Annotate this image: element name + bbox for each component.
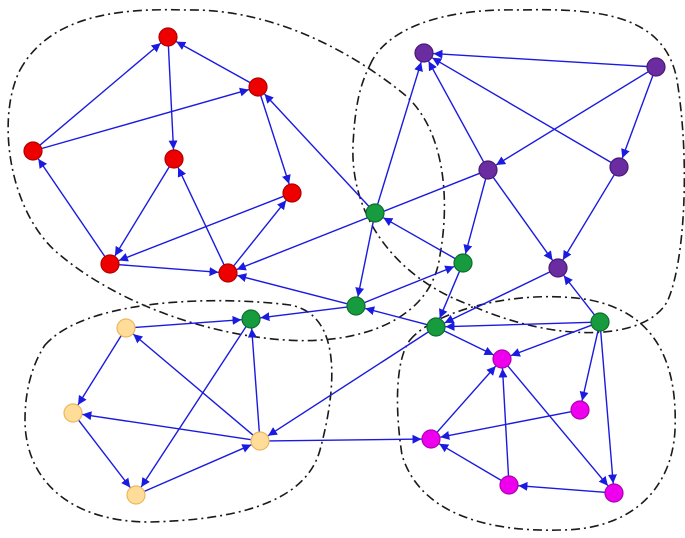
edge-r7-to-r5 bbox=[233, 199, 287, 267]
edge-y1-to-y2 bbox=[77, 335, 122, 406]
node-green-g6 bbox=[590, 312, 610, 332]
cluster-yellow-outline bbox=[24, 299, 333, 523]
edge-g6-to-m2 bbox=[579, 330, 599, 401]
edge-g4-to-g1 bbox=[382, 217, 456, 260]
node-purple-p4 bbox=[609, 157, 629, 177]
node-red-r3 bbox=[248, 77, 268, 97]
edge-y4-to-y1 bbox=[132, 333, 254, 436]
edge-g1-to-p1 bbox=[376, 61, 423, 205]
node-green-g3 bbox=[346, 296, 366, 316]
edge-g6-to-m1 bbox=[510, 324, 592, 357]
node-green-g2 bbox=[241, 309, 261, 329]
edge-g5-to-g3 bbox=[365, 306, 428, 326]
nodes bbox=[23, 27, 666, 505]
edge-g2-to-y3 bbox=[140, 326, 247, 488]
node-red-r2 bbox=[23, 141, 43, 161]
cluster-outlines bbox=[7, 8, 685, 531]
node-magenta-m1 bbox=[492, 349, 512, 369]
node-magenta-m2 bbox=[570, 400, 590, 420]
edge-r3-to-r1 bbox=[175, 40, 251, 84]
edge-p2-to-p1 bbox=[427, 60, 485, 163]
edge-m3-to-m1 bbox=[436, 365, 497, 433]
edge-g5-to-m1 bbox=[443, 330, 494, 356]
edge-p3-to-p1 bbox=[433, 49, 648, 68]
edge-g6-to-p5 bbox=[563, 275, 596, 316]
edge-m1-to-m5 bbox=[507, 365, 609, 487]
edge-g5-to-y4 bbox=[267, 331, 429, 437]
edge-r1-to-r4 bbox=[167, 45, 178, 150]
node-yellow-y2 bbox=[63, 403, 83, 423]
edge-y4-to-m3 bbox=[268, 434, 422, 444]
edge-y1-to-g2 bbox=[134, 315, 242, 329]
edge-y3-to-y4 bbox=[144, 444, 252, 493]
edge-g1-to-g3 bbox=[355, 221, 374, 297]
node-green-g5 bbox=[426, 317, 446, 337]
edge-r6-to-r7 bbox=[118, 264, 219, 277]
node-red-r4 bbox=[164, 149, 184, 169]
edge-y4-to-g2 bbox=[247, 328, 260, 433]
edges bbox=[37, 40, 654, 493]
edge-p3-to-p2 bbox=[495, 71, 649, 166]
edge-r3-to-r5 bbox=[260, 95, 291, 185]
edge-r7-to-r4 bbox=[177, 167, 225, 266]
edge-y2-to-y3 bbox=[77, 419, 131, 488]
node-red-r6 bbox=[100, 254, 120, 274]
edge-g3-to-r7 bbox=[237, 273, 348, 305]
node-purple-p3 bbox=[646, 57, 666, 77]
node-purple-p1 bbox=[414, 43, 434, 63]
edge-p5-to-g5 bbox=[444, 271, 551, 324]
edge-g6-to-g5 bbox=[445, 321, 592, 331]
node-yellow-y1 bbox=[116, 318, 136, 338]
edge-g4-to-g5 bbox=[439, 271, 461, 319]
node-red-r1 bbox=[158, 27, 178, 47]
node-magenta-m4 bbox=[499, 475, 519, 495]
node-purple-p5 bbox=[548, 258, 568, 278]
edge-m4-to-m3 bbox=[438, 443, 502, 482]
edge-r5-to-r6 bbox=[118, 195, 284, 262]
edge-p2-to-p5 bbox=[492, 176, 554, 261]
edge-p4-to-p5 bbox=[562, 174, 615, 261]
cluster-magenta-outline bbox=[396, 295, 676, 531]
node-green-g4 bbox=[453, 253, 473, 273]
node-yellow-y4 bbox=[250, 431, 270, 451]
edge-m4-to-m1 bbox=[498, 368, 510, 477]
edge-m5-to-m4 bbox=[518, 481, 606, 493]
edge-r4-to-r6 bbox=[114, 166, 170, 257]
edge-g1-to-r3 bbox=[263, 93, 370, 207]
edge-r6-to-r2 bbox=[37, 158, 106, 257]
node-magenta-m5 bbox=[604, 483, 624, 503]
node-purple-p2 bbox=[478, 160, 498, 180]
edge-r2-to-r1 bbox=[39, 42, 162, 146]
edge-p2-to-r7 bbox=[236, 172, 480, 271]
edge-y4-to-y2 bbox=[82, 411, 252, 441]
cluster-red-outline bbox=[7, 8, 446, 342]
edge-p2-to-g4 bbox=[463, 178, 487, 254]
edge-p4-to-p1 bbox=[431, 57, 612, 164]
node-red-r7 bbox=[218, 263, 238, 283]
edge-r2-to-r3 bbox=[41, 87, 250, 150]
edge-p3-to-p4 bbox=[621, 75, 654, 159]
edge-g6-to-m5 bbox=[600, 330, 617, 484]
edge-g3-to-g2 bbox=[260, 306, 348, 322]
node-green-g1 bbox=[365, 203, 385, 223]
edge-g3-to-g4 bbox=[364, 265, 455, 304]
node-magenta-m3 bbox=[421, 429, 441, 449]
node-red-r5 bbox=[282, 183, 302, 203]
node-yellow-y3 bbox=[126, 485, 146, 505]
